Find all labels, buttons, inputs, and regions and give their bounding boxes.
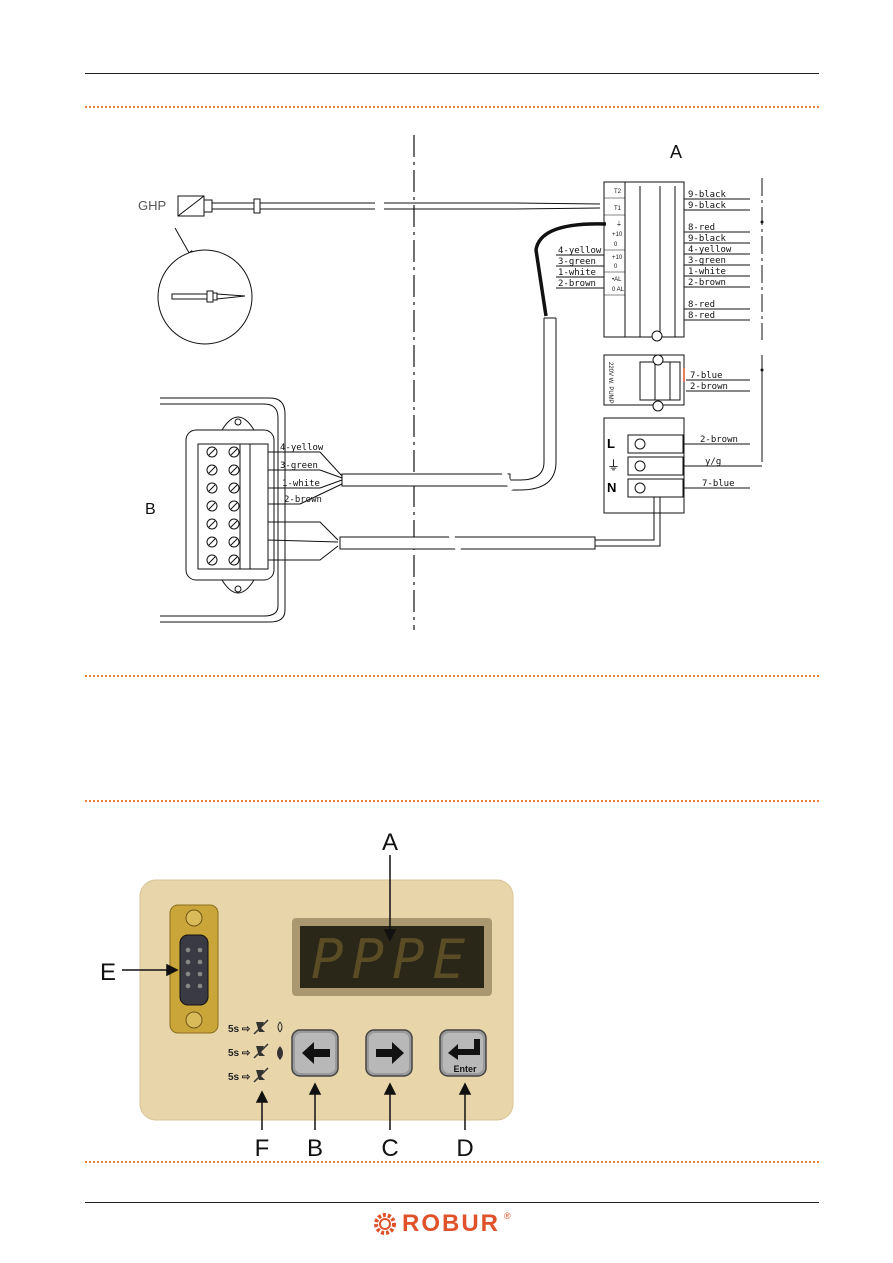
left-wires-a: 4-yellow 3-green 1-white 2-brown xyxy=(556,246,604,289)
timer-label-2: 5s ⇨ xyxy=(228,1048,251,1059)
callout-arrows xyxy=(122,855,472,1130)
fan-icon xyxy=(253,1019,269,1083)
right-wire-label: 8-red xyxy=(688,223,715,233)
callout-b: B xyxy=(307,1135,323,1162)
left-arrow-icon xyxy=(302,1042,330,1064)
wire-label-yellow: 4-yellow xyxy=(558,246,602,256)
right-wire-label: 3-green xyxy=(688,256,726,266)
section-divider-1 xyxy=(85,106,819,108)
right-wire-label: 9-black xyxy=(688,234,727,244)
callout-c: C xyxy=(381,1135,398,1162)
power-n: N xyxy=(607,480,616,495)
power-wire-brown: 2-brown xyxy=(700,435,738,445)
pump-wire-blue: 7-blue xyxy=(690,371,723,381)
wire-label-brown: 2-brown xyxy=(558,279,596,289)
power-terminal: L ⏚ N 2-brown y/g 7-blue xyxy=(603,417,762,514)
right-wire-label: 9-black xyxy=(688,201,727,211)
b-wire-yellow: 4-yellow xyxy=(280,443,324,453)
right-wire-label: 2-brown xyxy=(688,278,726,288)
enter-icon xyxy=(448,1039,480,1060)
bottom-rule xyxy=(85,1202,819,1203)
right-arrow-icon xyxy=(376,1042,404,1064)
registered-mark: ® xyxy=(504,1211,511,1221)
section-divider-3 xyxy=(85,800,819,802)
callout-e: E xyxy=(100,959,116,986)
left-arrow-button[interactable] xyxy=(291,1029,339,1077)
wire-label-white: 1-white xyxy=(558,268,596,278)
probe-detail xyxy=(171,290,246,303)
callout-f: F xyxy=(255,1135,270,1162)
terminal-gnd: ⏚ xyxy=(616,221,622,228)
b-wire-brown: 2-brown xyxy=(284,495,322,505)
terminal-t2: T2 xyxy=(614,189,622,195)
right-wire-label: 8-red xyxy=(688,300,715,310)
callout-d: D xyxy=(456,1135,473,1162)
sensor-probe xyxy=(177,195,601,217)
terminal-10b: +10 xyxy=(612,255,623,261)
pump-label: 220V W. PUMP xyxy=(607,362,613,404)
b-wire-green: 3-green xyxy=(280,461,318,471)
robur-logo: ROBUR ® xyxy=(372,1210,511,1237)
b-wire-white: 1-white xyxy=(282,479,320,489)
sensor-label: GHP xyxy=(138,198,166,213)
power-cable xyxy=(595,497,661,547)
display-readout: PPPE xyxy=(311,928,473,991)
timer-label-3: 5s ⇨ xyxy=(228,1072,251,1083)
pump-wire-brown: 2-brown xyxy=(690,382,728,392)
power-l: L xyxy=(607,436,615,451)
gear-icon xyxy=(374,1213,396,1235)
enter-button[interactable] xyxy=(439,1029,487,1077)
wire-label-green: 3-green xyxy=(558,257,596,267)
board-a: T2 T1 ⏚ +10 0 +10 0 •AL 0 AL xyxy=(603,181,685,342)
serial-connector xyxy=(169,904,219,1034)
sensor-cable-a xyxy=(510,318,545,481)
right-wire-label: 4-yellow xyxy=(688,245,732,255)
box-b xyxy=(160,397,286,623)
right-wire-label: 9-black xyxy=(688,190,727,200)
label-b: B xyxy=(145,501,156,518)
panel-plate xyxy=(139,879,514,1121)
terminal-al: •AL xyxy=(612,277,622,283)
label-a: A xyxy=(670,142,682,162)
right-wires-a: 9-black9-black8-red9-black4-yellow3-gree… xyxy=(684,190,750,321)
enter-label: Enter xyxy=(453,1064,477,1074)
terminal-0al: 0 AL xyxy=(612,287,625,293)
power-wire-yg: y/g xyxy=(705,457,721,467)
b-wires: 4-yellow 3-green 1-white 2-brown xyxy=(267,443,515,561)
terminal-t1: T1 xyxy=(614,206,622,212)
logo-text: ROBUR xyxy=(402,1210,500,1237)
section-divider-2 xyxy=(85,675,819,677)
terminal-0a: 0 xyxy=(614,242,618,248)
timer-label-1: 5s ⇨ xyxy=(228,1024,251,1035)
power-gnd: ⏚ xyxy=(607,458,620,473)
terminal-0b: 0 xyxy=(614,264,618,270)
black-cable xyxy=(534,222,607,317)
top-rule xyxy=(85,73,819,74)
right-wire-label: 1-white xyxy=(688,267,726,277)
flame-icon xyxy=(277,1021,283,1060)
power-wire-blue: 7-blue xyxy=(702,479,735,489)
callout-a: A xyxy=(382,829,398,856)
pump-terminal: 220V W. PUMP 7-blue 2-brown xyxy=(603,354,750,412)
section-divider-4 xyxy=(85,1161,819,1163)
right-arrow-button[interactable] xyxy=(365,1029,413,1077)
seven-seg-display xyxy=(292,918,492,996)
wiring-diagram: A GHP T2 T1 ⏚ +10 0 +10 0 •AL 0 xyxy=(138,135,764,630)
terminal-10a: +10 xyxy=(612,232,623,238)
right-wire-label: 8-red xyxy=(688,311,715,321)
